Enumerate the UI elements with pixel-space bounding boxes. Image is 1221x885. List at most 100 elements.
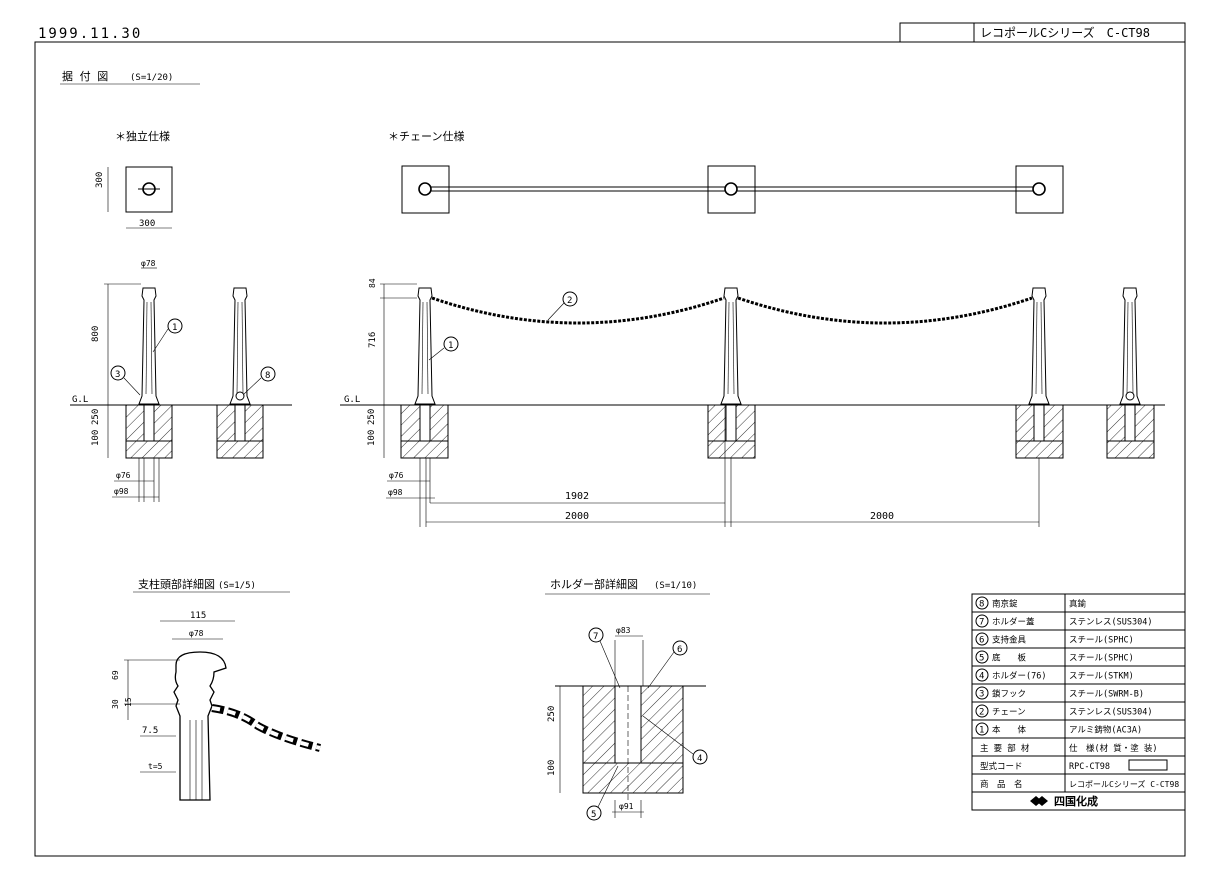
svg-text:15: 15 <box>124 697 133 707</box>
part-name: 南京錠 <box>992 599 1018 610</box>
svg-text:800: 800 <box>91 326 101 342</box>
svg-text:3: 3 <box>115 370 120 380</box>
part-number-circle <box>975 632 989 646</box>
part-number-circle <box>975 668 989 682</box>
part-number-circle <box>975 596 989 610</box>
part-number-circle <box>975 722 989 736</box>
svg-text:100: 100 <box>91 430 101 446</box>
part-spec: 真鍮 <box>1069 599 1087 610</box>
svg-text:φ78: φ78 <box>189 629 204 638</box>
independent-plan-view: 300 300 <box>95 166 173 229</box>
part-number: 8 <box>979 600 984 610</box>
product-title: レコポールCシリーズ C-CT98 <box>980 25 1150 40</box>
svg-text:250: 250 <box>91 409 101 425</box>
part-number: 3 <box>979 690 984 700</box>
model-code-label: 型式コード <box>980 761 1023 772</box>
svg-text:30: 30 <box>111 699 120 709</box>
svg-text:5: 5 <box>591 810 596 820</box>
independent-dimensions: 800 250 100 φ78 φ76 φ98 <box>91 259 160 502</box>
part-spec: ステンレス(SUS304) <box>1069 618 1152 628</box>
chain-span-2 <box>737 296 1033 325</box>
svg-text:G.L: G.L <box>72 395 88 405</box>
table-header-spec: 仕 様(材 質・塗 装) <box>1069 743 1157 754</box>
svg-text:115: 115 <box>190 611 206 621</box>
drawing-date: 1999.11.30 <box>38 26 142 42</box>
part-name: チェーン <box>992 708 1026 718</box>
svg-text:69: 69 <box>111 670 120 680</box>
part-spec: ステンレス(SUS304) <box>1069 708 1152 718</box>
part-spec: アルミ鋳物(AC3A) <box>1069 725 1142 736</box>
part-name: ホルダー蓋 <box>992 617 1035 628</box>
svg-text:8: 8 <box>265 371 270 381</box>
part-spec: スチール(STKM) <box>1069 672 1134 682</box>
table-header-part: 主 要 部 材 <box>980 743 1030 754</box>
sheet-frame <box>34 41 1186 857</box>
foundations <box>125 404 1155 459</box>
svg-text:1: 1 <box>172 323 177 333</box>
part-spec: スチール(SWRM-B) <box>1069 690 1144 700</box>
part-name: 鎖フック <box>992 689 1026 700</box>
part-number: 7 <box>979 618 984 628</box>
part-number: 1 <box>979 726 984 736</box>
part-spec: スチール(SPHC) <box>1069 654 1134 664</box>
svg-text:250: 250 <box>367 409 377 425</box>
svg-text:84: 84 <box>368 278 377 288</box>
svg-text:716: 716 <box>368 332 378 348</box>
part-number-circle <box>975 650 989 664</box>
svg-text:250: 250 <box>547 706 557 722</box>
model-code-value: RPC-CT98 <box>1069 762 1110 772</box>
svg-text:φ98: φ98 <box>388 488 403 497</box>
svg-text:1902: 1902 <box>565 491 589 502</box>
company-logo-icon <box>1030 796 1048 806</box>
part-name: ホルダー(76) <box>992 671 1046 682</box>
chain-spec-label: ＊チェーン仕様 <box>388 129 464 143</box>
part-number: 4 <box>979 672 984 682</box>
svg-text:φ78: φ78 <box>141 259 156 268</box>
svg-text:支柱頭部詳細図: 支柱頭部詳細図 <box>138 577 215 591</box>
company-name: 四国化成 <box>1054 794 1098 808</box>
svg-text:(S=1/10): (S=1/10) <box>654 581 697 591</box>
posts <box>138 287 1141 405</box>
part-name: 支持金具 <box>992 635 1027 646</box>
part-number: 2 <box>979 708 984 718</box>
chain-dimensions: 84 716 250 100 φ76 φ98 1902 2000 2000 <box>367 278 1040 527</box>
holder-detail: ホルダー部詳細図 (S=1/10) φ83 φ91 250 100 7 6 4 … <box>545 577 710 821</box>
section-scale: (S=1/20) <box>130 73 173 83</box>
part-number-circle <box>975 686 989 700</box>
svg-text:2: 2 <box>567 296 572 306</box>
part-number-circle <box>975 704 989 718</box>
part-number: 5 <box>979 654 984 664</box>
svg-text:300: 300 <box>95 172 105 188</box>
chain-plan-view <box>401 165 1064 214</box>
svg-text:φ98: φ98 <box>114 487 129 496</box>
svg-text:300: 300 <box>139 219 155 229</box>
post-head-detail: 支柱頭部詳細図 (S=1/5) 115 φ78 69 30 15 7.5 t=5 <box>111 577 321 801</box>
svg-text:100: 100 <box>547 760 557 776</box>
svg-text:7.5: 7.5 <box>142 726 158 736</box>
section-title: 据 付 図 <box>62 69 108 83</box>
svg-text:2000: 2000 <box>565 511 589 522</box>
callouts-elevation: 1 3 8 2 1 <box>110 291 578 396</box>
svg-text:4: 4 <box>697 754 702 764</box>
chain-span-1 <box>431 296 725 325</box>
part-number: 6 <box>979 636 984 646</box>
svg-text:(S=1/5): (S=1/5) <box>218 581 256 591</box>
svg-text:2000: 2000 <box>870 511 894 522</box>
product-name-value: レコポールCシリーズ C-CT98 <box>1069 779 1179 789</box>
svg-text:G.L: G.L <box>344 395 360 405</box>
svg-text:φ91: φ91 <box>619 802 634 811</box>
part-spec: スチール(SPHC) <box>1069 636 1134 646</box>
independent-spec-label: ＊独立仕様 <box>115 129 170 143</box>
svg-text:φ76: φ76 <box>389 471 404 480</box>
svg-text:1: 1 <box>448 341 453 351</box>
svg-text:6: 6 <box>677 645 682 655</box>
svg-text:100: 100 <box>367 430 377 446</box>
part-name: 底 板 <box>992 653 1027 664</box>
part-name: 本 体 <box>992 725 1027 736</box>
svg-text:φ76: φ76 <box>116 471 131 480</box>
svg-text:φ83: φ83 <box>616 626 631 635</box>
svg-text:7: 7 <box>593 632 598 642</box>
